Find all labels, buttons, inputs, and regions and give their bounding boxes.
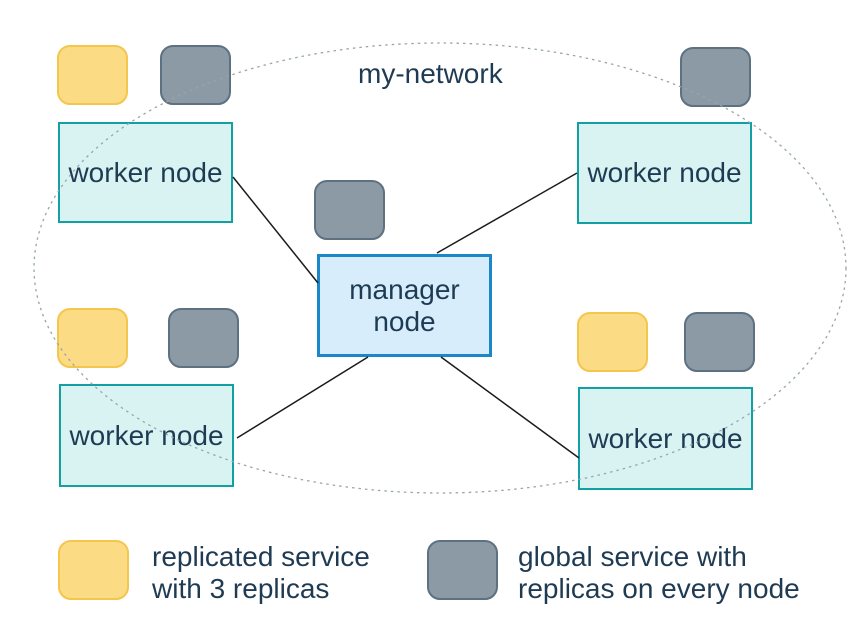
network-label: my-network [358, 58, 503, 89]
legend-replicated-swatch [58, 540, 129, 600]
worker-node-label: worker node [588, 422, 743, 454]
global-service-square-manager [314, 180, 385, 240]
legend-global-line2: replicas on every node [518, 573, 800, 604]
global-service-square-bottom-left [168, 308, 239, 368]
link-manager-worker-bottom-right [440, 356, 580, 459]
link-worker-top-left-manager [232, 176, 319, 284]
global-service-square-top-left [160, 45, 231, 105]
replicated-service-square-bottom-left [57, 308, 128, 368]
legend-replicated-label: replicated service with 3 replicas [152, 541, 370, 605]
legend-global-label: global service with replicas on every no… [518, 541, 800, 605]
worker-node-top-left: worker node [58, 122, 233, 223]
legend-global-swatch [427, 540, 498, 600]
legend-global-line1: global service with [518, 541, 747, 572]
worker-node-label: worker node [68, 156, 223, 188]
replicated-service-square-top-left [57, 45, 128, 105]
legend-replicated-line2: with 3 replicas [152, 573, 330, 604]
worker-node-label: worker node [587, 157, 742, 188]
worker-node-label: worker node [69, 419, 224, 451]
global-service-square-top-right [680, 47, 751, 107]
manager-node-label: manager node [349, 273, 460, 337]
link-worker-top-right-manager [436, 172, 578, 254]
legend-replicated-line1: replicated service [152, 541, 370, 572]
replicated-service-square-bottom-right [577, 312, 648, 372]
link-manager-worker-bottom-left [236, 356, 369, 439]
global-service-square-bottom-right [684, 312, 755, 372]
worker-node-top-right: worker node [577, 122, 752, 224]
worker-node-bottom-right: worker node [578, 387, 753, 490]
manager-node: manager node [317, 254, 492, 357]
worker-node-bottom-left: worker node [59, 384, 234, 487]
